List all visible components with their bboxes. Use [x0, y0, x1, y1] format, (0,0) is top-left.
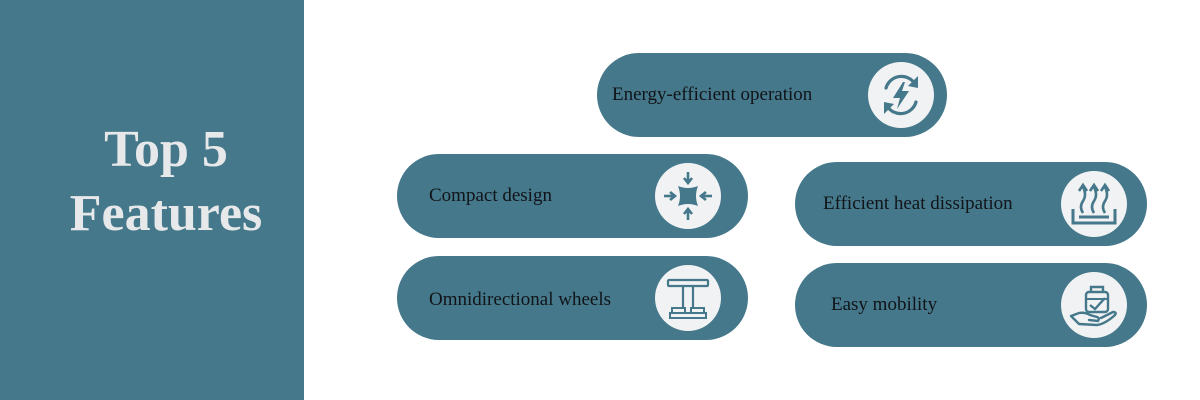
- wheel-stand-icon: [655, 265, 721, 331]
- title-line-1: Top 5: [104, 121, 228, 178]
- feature-easy-mobility: Easy mobility: [795, 263, 1147, 347]
- title-panel: Top 5 Features: [0, 0, 304, 400]
- feature-label: Energy-efficient operation: [612, 84, 813, 105]
- feature-heat-dissipation: Efficient heat dissipation: [795, 162, 1147, 246]
- feature-energy-efficient: Energy-efficient operation: [597, 53, 947, 137]
- feature-label: Omnidirectional wheels: [429, 289, 612, 310]
- energy-cycle-icon: [868, 62, 934, 128]
- hand-luggage-icon: [1061, 272, 1127, 338]
- feature-omnidirectional-wheels: Omnidirectional wheels: [397, 256, 748, 340]
- panel-title: Top 5 Features: [0, 118, 332, 246]
- feature-label: Compact design: [429, 185, 552, 206]
- feature-compact-design: Compact design: [397, 154, 748, 238]
- heat-waves-icon: [1061, 171, 1127, 237]
- compress-arrows-icon: [655, 163, 721, 229]
- feature-label: Easy mobility: [831, 294, 938, 315]
- title-line-2: Features: [69, 185, 263, 242]
- feature-label: Efficient heat dissipation: [823, 193, 1013, 214]
